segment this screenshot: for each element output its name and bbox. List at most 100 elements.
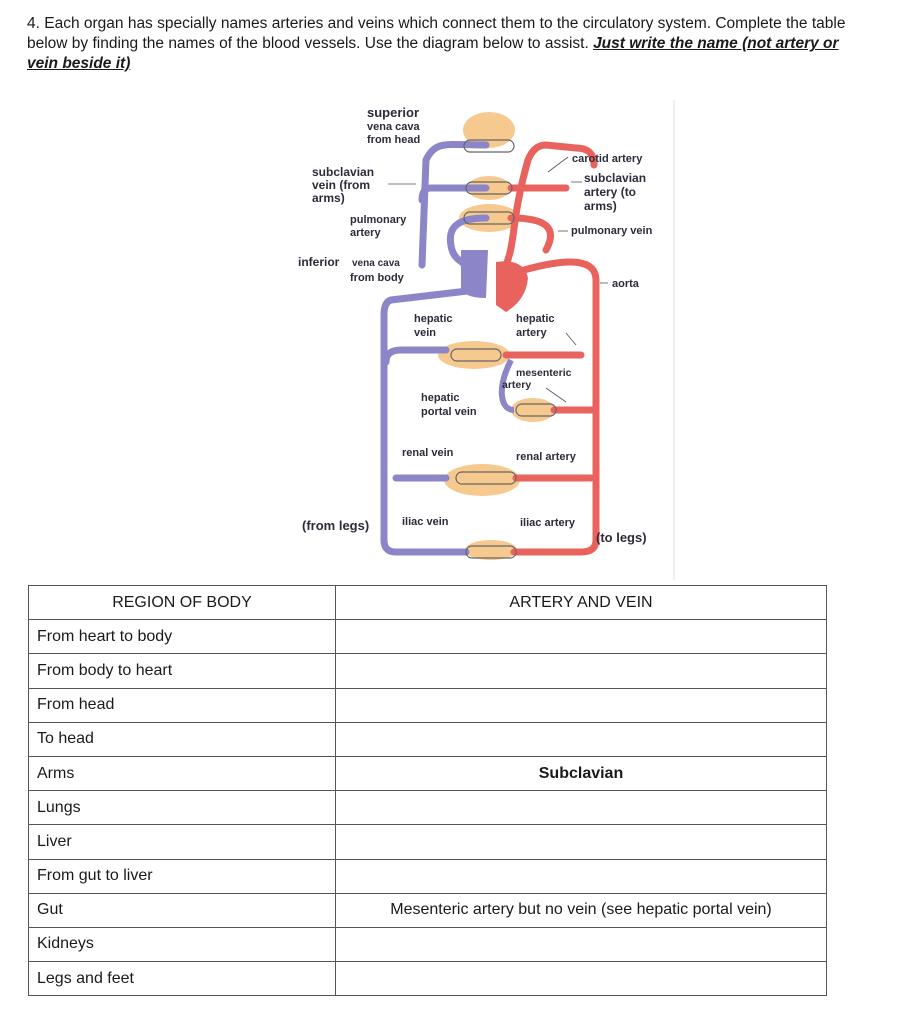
answer-cell[interactable] [335,824,827,860]
question-text: 4. Each organ has specially names arteri… [27,14,900,74]
answer-cell[interactable] [335,721,827,757]
pointer-mesenteric [545,387,567,403]
carotid-path [502,141,598,269]
renal-vein-label: renal vein [402,447,454,459]
table-row: Lungs [28,790,827,826]
table-row: From head [28,687,827,723]
question-instruction-end: vein beside it) [27,55,131,72]
legs-organ [465,540,517,560]
gut-capillaries [515,403,557,417]
region-cell: Legs and feet [28,961,336,997]
kidney-capillaries [455,471,517,485]
aorta-path [510,258,600,556]
mesenteric-label-2: artery [502,379,531,391]
region-cell: From body to heart [28,653,336,689]
ivc-label-3: from body [350,272,405,284]
hepatic-portal-path [498,358,515,413]
heart-right [461,250,488,298]
capillary-beds [450,139,557,559]
table-row: Legs and feet [28,961,827,997]
hepatic-portal-label-1: hepatic [421,392,460,404]
iliac-artery-label: iliac artery [520,517,576,529]
ivc-label-2: vena cava [352,258,400,269]
subclavian-artery-label-3: arms) [584,199,617,213]
legs-capillaries [465,545,517,559]
region-cell: Kidneys [28,926,336,963]
svc-path [418,140,490,269]
subclavian-vein-label-1: subclavian [312,165,374,179]
table-row: Gut Mesenteric artery but no vein (see h… [28,892,827,928]
gut-organ [511,398,555,422]
answer-cell[interactable] [335,858,827,894]
circulatory-diagram: superior vena cava from head subclavian … [296,100,676,580]
hepatic-vein-label-1: hepatic [414,313,453,325]
diagram-labels: superior vena cava from head subclavian … [298,105,653,545]
table-row: Kidneys [28,926,827,963]
answer-cell[interactable] [335,926,827,963]
pointer-hepatic-artery [565,332,577,346]
svc-label-3: from head [367,134,420,146]
question-line-2-text: below by finding the names of the blood … [27,35,594,52]
vessel-header: ARTERY AND VEIN [335,584,827,621]
pulmonary-artery-label-1: pulmonary [350,214,407,226]
liver-capillaries [450,348,502,362]
pulmonary-vein-path [507,214,554,254]
head-organ [463,112,515,148]
question-line-3: vein beside it) [27,54,900,74]
answer-cell[interactable] [335,961,827,997]
pulmonary-artery-label-2: artery [350,227,381,239]
hepatic-vein-path [382,346,450,366]
region-cell: Arms [28,755,336,792]
lungs-capillaries [463,211,515,225]
carotid-label: carotid artery [572,153,643,165]
table-row: To head [28,721,827,757]
region-cell: From head [28,687,336,723]
head-capillaries [463,139,515,153]
pulmonary-vein-label: pulmonary vein [571,225,653,237]
vessel-table: REGION OF BODY ARTERY AND VEIN From hear… [28,584,827,997]
renal-artery-label: renal artery [516,451,577,463]
artery-paths [502,141,600,556]
svc-label-1: superior [367,105,419,120]
answer-cell[interactable]: Subclavian [335,755,827,792]
heart-left [496,261,528,312]
from-legs-label: (from legs) [302,518,369,533]
question-line-2: below by finding the names of the blood … [27,34,900,54]
hepatic-artery-label-1: hepatic [516,313,555,325]
table-row: Liver [28,824,827,860]
aorta-label: aorta [612,278,640,290]
table-header-row: REGION OF BODY ARTERY AND VEIN [28,584,827,621]
region-cell: From heart to body [28,619,336,655]
answer-cell[interactable] [335,687,827,723]
answer-cell[interactable] [335,790,827,826]
question-instruction: Just write the name (not artery or [593,35,839,52]
region-cell: Gut [28,892,336,928]
subclavian-vein-label-2: vein (from [312,178,370,192]
region-header: REGION OF BODY [28,584,336,621]
svc-label-2: vena cava [367,121,420,133]
table-row: From gut to liver [28,858,827,894]
subclavian-vein-label-3: arms) [312,191,345,205]
answer-cell[interactable] [335,653,827,689]
subclavian-artery-label-1: subclavian [584,171,646,185]
arms-capillaries [465,181,513,195]
label-pointers [388,156,608,403]
table-row: From body to heart [28,653,827,689]
region-cell: Lungs [28,790,336,826]
table-row: Arms Subclavian [28,755,827,792]
table-row: From heart to body [28,619,827,655]
region-cell: From gut to liver [28,858,336,894]
hepatic-portal-label-2: portal vein [421,406,477,418]
answer-cell[interactable] [335,619,827,655]
kidneys-organ [444,464,520,496]
subclavian-artery-label-2: artery (to [584,185,636,199]
question-line-1: 4. Each organ has specially names arteri… [27,15,846,32]
answer-cell[interactable]: Mesenteric artery but no vein (see hepat… [335,892,827,928]
region-cell: Liver [28,824,336,860]
hepatic-vein-label-2: vein [414,327,436,339]
hepatic-artery-label-2: artery [516,327,547,339]
pointer-carotid [547,156,569,173]
ivc-label-1: inferior [298,255,340,269]
region-cell: To head [28,721,336,757]
mesenteric-label-1: mesenteric [516,367,572,379]
